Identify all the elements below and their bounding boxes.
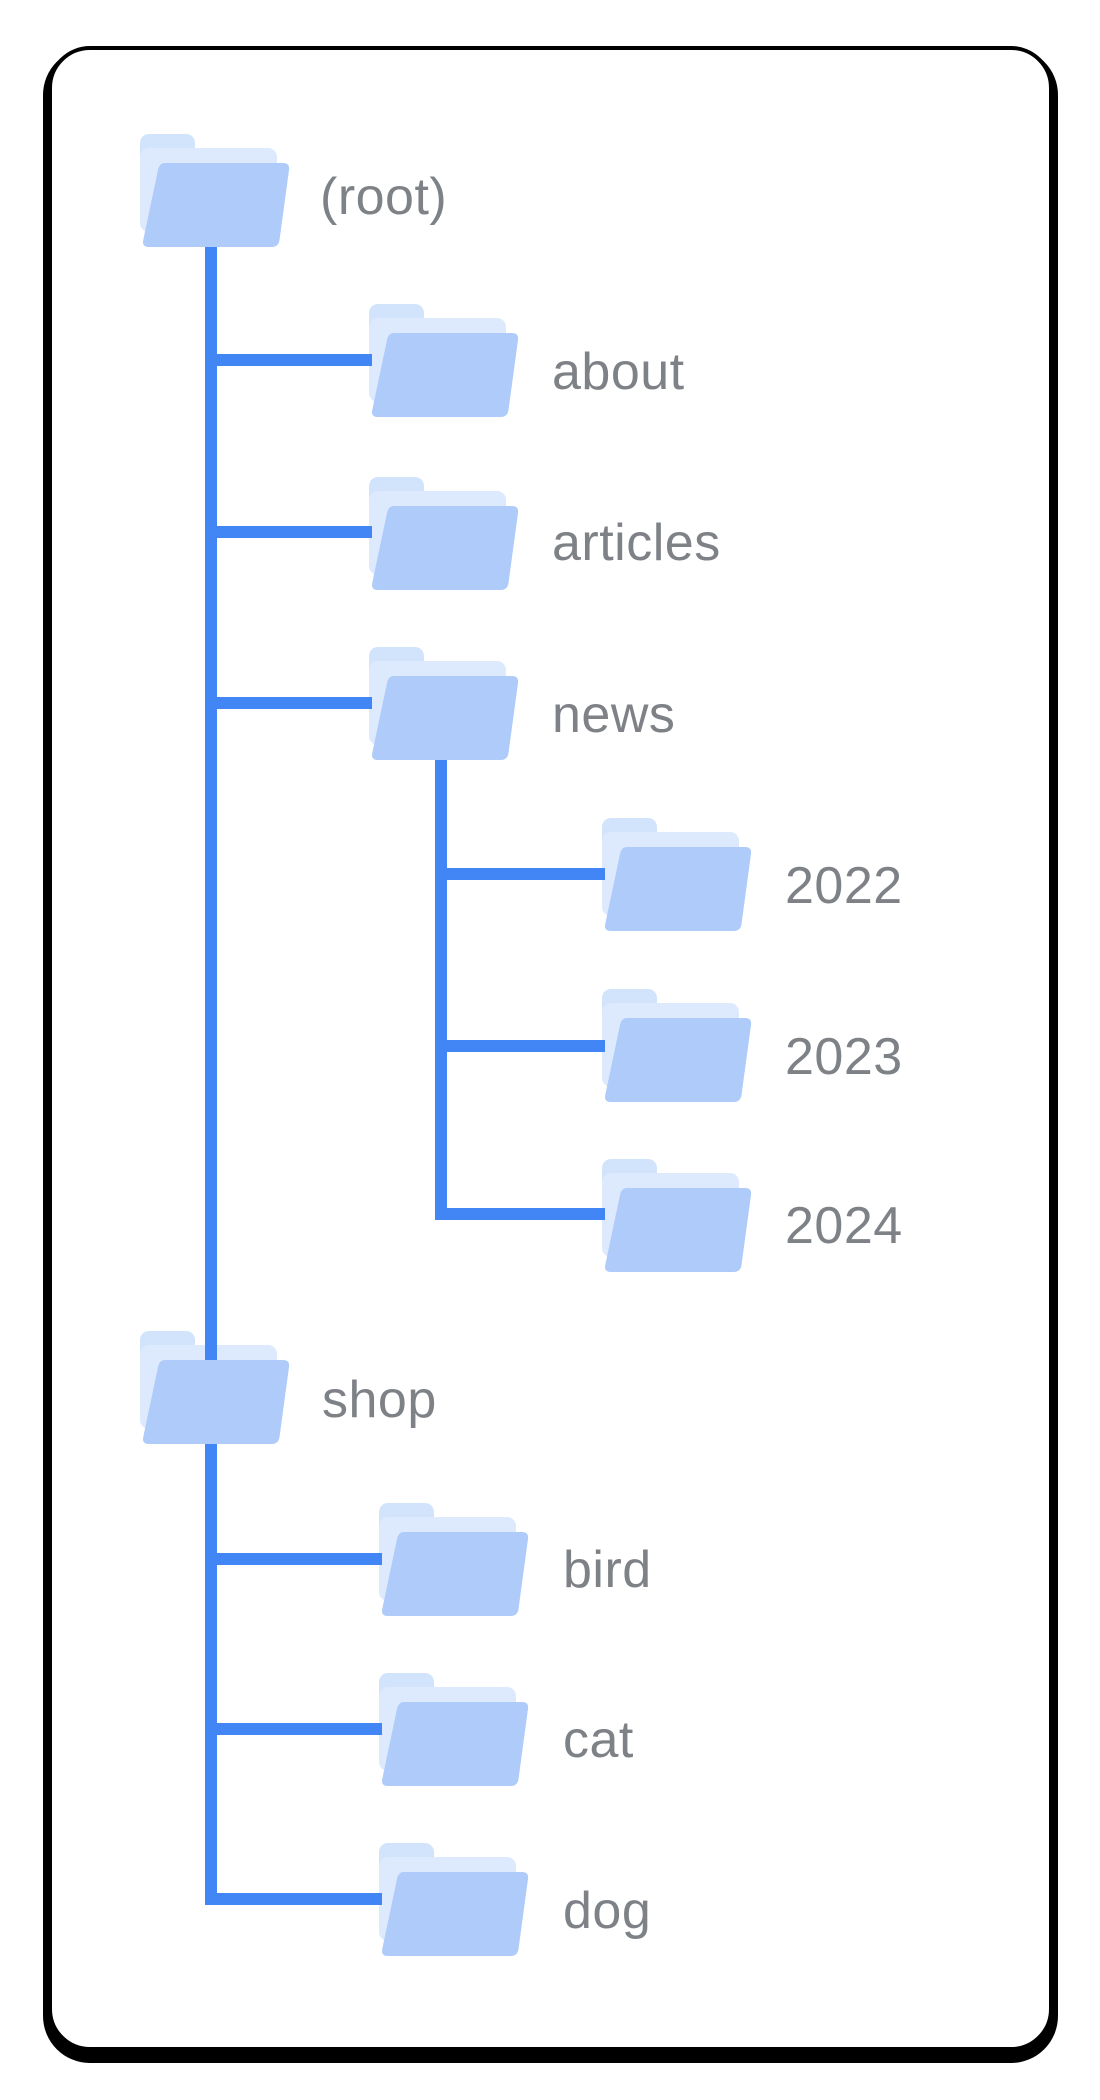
folder-icon <box>369 477 520 590</box>
folder-icon <box>369 304 520 417</box>
folder-front-icon <box>372 676 519 760</box>
connector-line <box>205 526 372 538</box>
folder-front-icon <box>143 1360 290 1444</box>
folder-label: dog <box>563 1882 652 1940</box>
connector-line <box>205 697 372 709</box>
connector-line <box>435 1040 605 1052</box>
folder-label: cat <box>563 1711 634 1769</box>
folder-label: shop <box>322 1371 437 1429</box>
folder-icon <box>379 1673 530 1786</box>
folder-label: bird <box>563 1541 652 1599</box>
folder-front-icon <box>605 847 752 931</box>
folder-icon <box>602 818 753 931</box>
connector-line <box>205 1893 382 1905</box>
connector-line <box>205 1723 382 1735</box>
folder-front-icon <box>382 1872 529 1956</box>
connector-line <box>435 868 605 880</box>
folder-icon <box>369 647 520 760</box>
connector-line <box>205 247 217 1905</box>
folder-front-icon <box>605 1018 752 1102</box>
folder-icon <box>379 1503 530 1616</box>
connector-line <box>205 354 372 366</box>
folder-front-icon <box>143 163 290 247</box>
folder-label: 2022 <box>785 857 903 915</box>
folder-icon <box>602 989 753 1102</box>
folder-label: articles <box>552 514 721 572</box>
connector-line <box>435 760 447 1220</box>
folder-icon <box>140 134 291 247</box>
folder-front-icon <box>605 1188 752 1272</box>
folder-label: about <box>552 343 685 401</box>
folder-front-icon <box>382 1532 529 1616</box>
folder-label: news <box>552 686 676 744</box>
folder-front-icon <box>382 1702 529 1786</box>
folder-icon <box>602 1159 753 1272</box>
folder-front-icon <box>372 506 519 590</box>
folder-icon <box>379 1843 530 1956</box>
folder-front-icon <box>372 333 519 417</box>
folder-label: 2024 <box>785 1197 903 1255</box>
folder-label: 2023 <box>785 1028 903 1086</box>
folder-label: (root) <box>320 168 448 226</box>
folder-icon <box>140 1331 291 1444</box>
connector-line <box>435 1208 605 1220</box>
connector-line <box>205 1553 382 1565</box>
